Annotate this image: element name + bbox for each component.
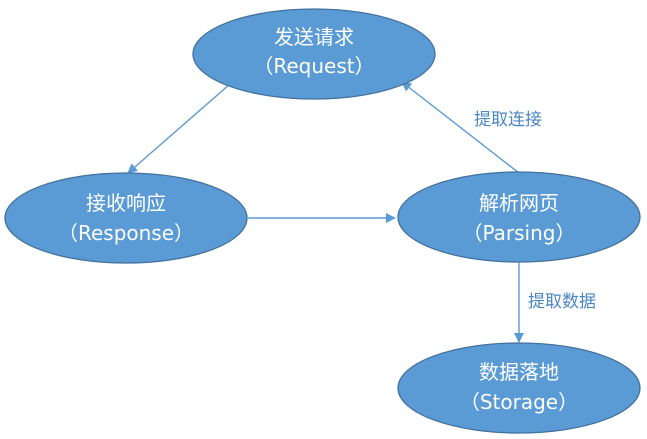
node-request-subtitle: （Request） <box>253 54 374 78</box>
node-parsing-title: 解析网页 <box>479 191 559 215</box>
edge-label-extract-links: 提取连接 <box>474 110 542 130</box>
node-request: 发送请求 （Request） <box>192 8 436 100</box>
edge-label-extract-data: 提取数据 <box>528 292 596 312</box>
node-storage-title: 数据落地 <box>479 360 559 384</box>
edge-parsing-to-request <box>401 81 520 174</box>
node-response-title: 接收响应 <box>86 191 166 215</box>
node-storage: 数据落地 （Storage） <box>397 342 641 434</box>
node-request-title: 发送请求 <box>274 25 354 49</box>
node-request-shape <box>192 8 436 100</box>
node-response-subtitle: （Response） <box>58 221 194 245</box>
node-parsing-subtitle: （Parsing） <box>463 221 576 245</box>
edge-request-to-response <box>127 83 231 174</box>
node-parsing-shape <box>397 171 641 263</box>
node-storage-subtitle: （Storage） <box>460 390 578 414</box>
node-parsing: 解析网页 （Parsing） <box>397 171 641 263</box>
node-storage-shape <box>397 342 641 434</box>
node-response: 接收响应 （Response） <box>4 172 248 264</box>
node-response-shape <box>4 172 248 264</box>
